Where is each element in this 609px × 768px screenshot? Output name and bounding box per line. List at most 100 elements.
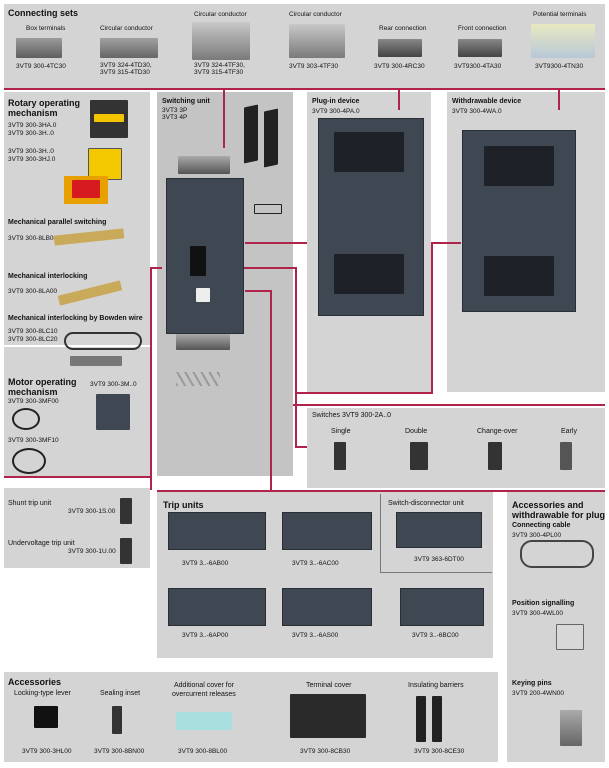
pins-icon bbox=[560, 710, 582, 746]
acc-plug-title-1: Accessories and bbox=[512, 500, 584, 510]
switch-double-label: Double bbox=[405, 428, 428, 435]
screws-icon bbox=[176, 372, 220, 386]
cable-title: Connecting cable bbox=[512, 522, 571, 529]
signal-title: Position signalling bbox=[512, 600, 575, 607]
plugin-socket-icon bbox=[334, 254, 404, 294]
signal-icon bbox=[556, 624, 584, 650]
acc-barriers-code: 3VT9 300-8CE30 bbox=[414, 748, 465, 755]
circular-conductor-icon bbox=[289, 24, 345, 58]
accessories-panel bbox=[4, 672, 498, 762]
cs-front-label: Front connection bbox=[458, 25, 507, 32]
motor-title-1: Motor operating bbox=[8, 377, 77, 387]
withdrawable-socket-icon bbox=[484, 256, 554, 296]
bowden-wire-icon bbox=[64, 332, 142, 350]
acc-cover-code: 3VT9 300-8BL00 bbox=[178, 748, 228, 755]
trip-unit-icon bbox=[400, 588, 484, 626]
cs-circular1-label: Circular conductor bbox=[100, 25, 153, 32]
switch-changeover-label: Change-over bbox=[477, 428, 518, 435]
switches-panel bbox=[307, 408, 605, 488]
terminal-cover-icon bbox=[290, 694, 366, 738]
parallel-code: 3VT9 300-8LB00 bbox=[8, 235, 58, 242]
rotary-code-2: 3VT9 300-3H..0 bbox=[8, 130, 54, 137]
motor-title-2: mechanism bbox=[8, 387, 58, 397]
shunt-icon bbox=[120, 498, 132, 524]
accessories-title: Accessories bbox=[8, 677, 62, 687]
cs-circular1-code2: 3VT9 315-4TD30 bbox=[100, 69, 150, 76]
interlock-title: Mechanical interlocking bbox=[8, 273, 88, 280]
cs-circular1-code1: 3VT9 324-4TD30, bbox=[100, 62, 152, 69]
cs-circular3-code: 3VT9 303-4TF30 bbox=[289, 63, 339, 70]
disconnector-title: Switch-disconnector unit bbox=[388, 500, 464, 507]
barrier-icon bbox=[244, 104, 258, 164]
plugin-code: 3VT9 300-4PA.0 bbox=[312, 108, 360, 115]
trip-units-title: Trip units bbox=[163, 500, 204, 510]
connecting-sets-title: Connecting sets bbox=[8, 8, 79, 18]
withdrawable-socket-icon bbox=[484, 146, 554, 186]
undervoltage-icon bbox=[120, 538, 132, 564]
breaker-label-icon bbox=[196, 288, 210, 302]
box-terminals-icon bbox=[16, 38, 62, 58]
pins-code: 3VT9 200-4WN00 bbox=[512, 690, 565, 697]
parallel-title: Mechanical parallel switching bbox=[8, 219, 107, 226]
plugin-title: Plug-in device bbox=[312, 98, 360, 105]
shunt-title: Shunt trip unit bbox=[8, 500, 52, 507]
bowden-code-2: 3VT9 300-8LC20 bbox=[8, 336, 58, 343]
cs-potential-code: 3VT9300-4TN30 bbox=[535, 63, 584, 70]
interlock-code: 3VT9 300-8LA00 bbox=[8, 288, 58, 295]
shunt-code: 3VT9 300-1S.00 bbox=[68, 508, 116, 515]
rotary-code-3: 3VT9 300-3H..0 bbox=[8, 148, 54, 155]
lever-icon bbox=[34, 706, 58, 728]
bowden-code-1: 3VT9 300-8LC10 bbox=[8, 328, 58, 335]
motor-code-1: 3VT9 300-3MF00 bbox=[8, 398, 59, 405]
cs-circular3-label: Circular conductor bbox=[289, 11, 342, 18]
signal-code: 3VT9 300-4WL00 bbox=[512, 610, 563, 617]
trip-code-1: 3VT9 3..-6AB00 bbox=[182, 560, 229, 567]
cover-icon bbox=[176, 712, 232, 730]
switching-unit-line2: 3VT3 4P bbox=[162, 114, 188, 121]
cs-circular2-code1: 3VT9 324-4TF30, bbox=[194, 62, 245, 69]
switch-single-label: Single bbox=[331, 428, 351, 435]
bottom-terminals-icon bbox=[176, 334, 230, 350]
switches-title: Switches 3VT9 300-2A..0 bbox=[312, 412, 391, 419]
withdrawable-code: 3VT9 300-4WA.0 bbox=[452, 108, 502, 115]
disconnector-box bbox=[380, 494, 492, 573]
cs-box-terminals-label: Box terminals bbox=[26, 25, 66, 32]
switching-unit-title: Switching unit bbox=[162, 98, 210, 105]
undervoltage-code: 3VT9 300-1U.00 bbox=[68, 548, 116, 555]
barriers-icon bbox=[432, 696, 442, 742]
motor-code-top: 3VT9 300-3M..0 bbox=[90, 381, 137, 388]
plugin-socket-icon bbox=[334, 132, 404, 172]
front-connection-icon bbox=[458, 39, 502, 57]
acc-sealing-label: Sealing inset bbox=[100, 690, 141, 697]
trip-unit-icon bbox=[282, 512, 372, 550]
trip-code-2: 3VT9 3..-6AC00 bbox=[292, 560, 339, 567]
top-terminals-icon bbox=[178, 156, 230, 174]
cs-box-terminals-code: 3VT9 300-4TC30 bbox=[16, 63, 66, 70]
trip-unit-icon bbox=[282, 588, 372, 626]
cable-icon bbox=[520, 540, 594, 568]
switch-early-icon bbox=[560, 442, 572, 470]
motor-cable2-icon bbox=[12, 448, 46, 474]
acc-cover-label-1: Additional cover for bbox=[174, 682, 234, 689]
trip-unit-icon bbox=[168, 512, 266, 550]
acc-lever-code: 3VT9 300-3HL00 bbox=[22, 748, 72, 755]
rotary-code-1: 3VT9 300-3HA.0 bbox=[8, 122, 57, 129]
motor-unit-icon bbox=[96, 394, 130, 430]
rotary-title-1: Rotary operating bbox=[8, 98, 81, 108]
cs-circular2-label: Circular conductor bbox=[194, 11, 247, 18]
acc-terminal-cover-code: 3VT9 300-8CB30 bbox=[300, 748, 351, 755]
acc-plug-title-2: withdrawable for plug bbox=[512, 510, 606, 520]
rear-connection-icon bbox=[378, 39, 422, 57]
circular-conductor-icon bbox=[192, 22, 250, 60]
bowden-parts-icon bbox=[70, 356, 122, 366]
disconnector-code: 3VT9 363-6DT00 bbox=[414, 556, 464, 563]
motor-code-2: 3VT9 300-3MF10 bbox=[8, 437, 59, 444]
cs-circular2-code2: 3VT9 315-4TF30 bbox=[194, 69, 244, 76]
cs-rear-label: Rear connection bbox=[379, 25, 427, 32]
trip-unit-icon bbox=[168, 588, 266, 626]
breaker-handle-icon bbox=[190, 246, 206, 276]
trip-code-5: 3VT9 3..-6BC00 bbox=[412, 632, 459, 639]
rotary-lever-icon bbox=[94, 114, 124, 122]
rotary-yellow-handle-icon bbox=[88, 148, 122, 180]
barriers-icon bbox=[416, 696, 426, 742]
